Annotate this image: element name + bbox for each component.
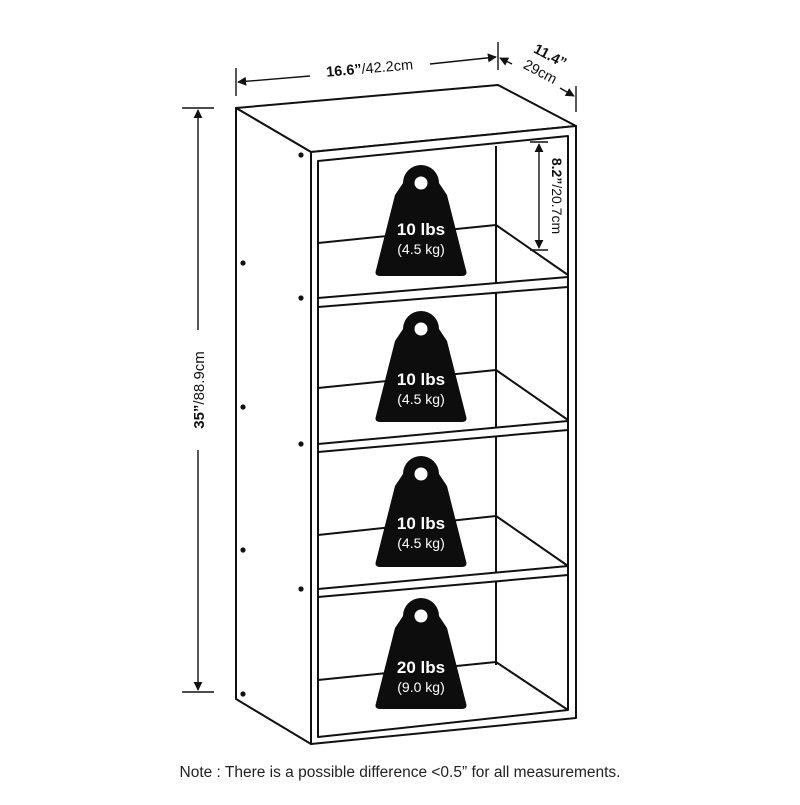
weight-icon: 10 lbs (4.5 kg): [375, 456, 467, 567]
shelf-line: [317, 661, 569, 711]
pin-dot: [298, 441, 304, 447]
pin-dot: [240, 547, 246, 553]
width-arrow: [429, 53, 497, 65]
shelf-line: [317, 369, 569, 421]
shelf-line: [317, 224, 569, 276]
measurement-note: Note : There is a possible difference <0…: [179, 764, 621, 781]
pin-dot: [240, 404, 246, 410]
height-label: 35”/88.9cm: [191, 351, 208, 429]
weight-kg-label: (4.5 kg): [397, 241, 444, 257]
depth-arrow: [559, 87, 575, 97]
weight-lbs-label: 10 lbs: [397, 514, 445, 533]
width-label: 16.6”/42.2cm: [326, 57, 414, 81]
shelf-divider-2: [317, 420, 569, 453]
width-arrow: [237, 75, 311, 86]
shelf-gap-label: 8.2”/20.7cm: [549, 158, 565, 234]
dimension-lines: [182, 42, 577, 693]
left-side-panel: [235, 107, 312, 745]
pin-dot: [240, 691, 246, 697]
shelf-divider-3: [317, 565, 569, 598]
weight-lbs-label: 10 lbs: [397, 370, 445, 389]
weight-lbs-label: 20 lbs: [397, 658, 445, 677]
pin-dot: [240, 260, 246, 266]
pin-dot: [298, 295, 304, 301]
side-pins: [240, 152, 304, 697]
pin-dot: [298, 152, 304, 158]
weight-icon: 10 lbs (4.5 kg): [375, 165, 467, 276]
pin-dot: [298, 586, 304, 592]
weight-kg-label: (4.5 kg): [397, 535, 444, 551]
depth-arrow: [499, 57, 513, 66]
weight-kg-label: (9.0 kg): [397, 679, 444, 695]
shelf-divider-1: [317, 276, 569, 308]
bookcase: [235, 84, 577, 745]
weight-icon: 20 lbs (9.0 kg): [375, 598, 467, 709]
weight-kg-label: (4.5 kg): [397, 391, 444, 407]
weight-lbs-label: 10 lbs: [397, 220, 445, 239]
weight-icon: 10 lbs (4.5 kg): [375, 311, 467, 422]
